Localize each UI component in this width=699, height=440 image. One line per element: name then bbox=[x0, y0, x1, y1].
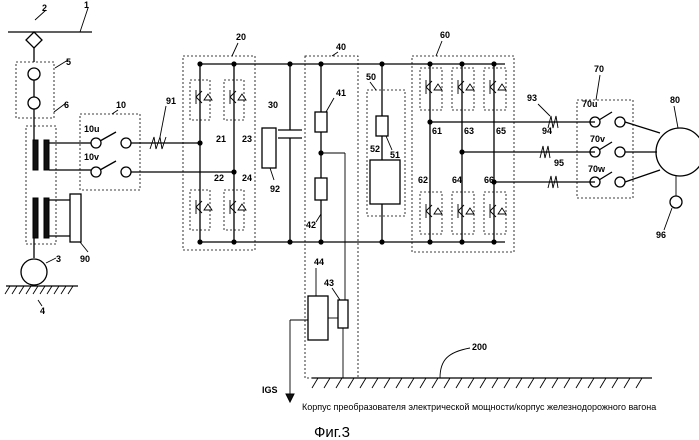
label-44: 44 bbox=[314, 257, 324, 267]
label-10u: 10u bbox=[84, 124, 100, 134]
label-6: 6 bbox=[64, 100, 69, 110]
label-91: 91 bbox=[166, 96, 176, 106]
contactor-unit-10: 10 10u 10v bbox=[78, 100, 196, 190]
label-93: 93 bbox=[527, 93, 537, 103]
label-51: 51 bbox=[390, 150, 400, 160]
label-10: 10 bbox=[116, 100, 126, 110]
unit-50: 50 51 52 bbox=[366, 64, 405, 242]
label-52: 52 bbox=[370, 144, 380, 154]
inverter-60: 60 61 63 65 62 64 66 bbox=[412, 30, 595, 252]
caption-text: Корпус преобразователя электрической мощ… bbox=[302, 402, 656, 412]
label-4: 4 bbox=[40, 306, 45, 316]
label-64: 64 bbox=[452, 175, 462, 185]
label-95: 95 bbox=[554, 158, 564, 168]
wheel-3: 3 bbox=[21, 254, 61, 285]
label-70v: 70v bbox=[590, 134, 605, 144]
converter-20: 20 21 23 22 24 bbox=[183, 32, 255, 250]
label-65: 65 bbox=[496, 126, 506, 136]
label-igs: IGS bbox=[262, 385, 278, 395]
label-24: 24 bbox=[242, 173, 252, 183]
label-70u: 70u bbox=[582, 99, 598, 109]
label-66: 66 bbox=[484, 175, 494, 185]
label-61: 61 bbox=[432, 126, 442, 136]
label-90: 90 bbox=[80, 254, 90, 264]
label-22: 22 bbox=[214, 173, 224, 183]
breaker-unit-5: 5 bbox=[16, 57, 71, 128]
current-sensor-91: 91 bbox=[150, 96, 176, 149]
figure-title: Фиг.3 bbox=[314, 424, 350, 440]
overhead-line: 1 bbox=[8, 0, 92, 32]
label-40: 40 bbox=[336, 42, 346, 52]
label-62: 62 bbox=[418, 175, 428, 185]
label-63: 63 bbox=[464, 126, 474, 136]
label-94: 94 bbox=[542, 126, 552, 136]
label-5: 5 bbox=[66, 57, 71, 67]
label-70w: 70w bbox=[588, 164, 606, 174]
label-20: 20 bbox=[236, 32, 246, 42]
label-80: 80 bbox=[670, 95, 680, 105]
device-90: 90 bbox=[70, 194, 90, 264]
grounding-unit-40: 40 41 42 44 43 IGS bbox=[262, 42, 358, 402]
label-1: 1 bbox=[84, 0, 89, 10]
label-3: 3 bbox=[56, 254, 61, 264]
capacitor-30: 30 92 bbox=[262, 64, 302, 242]
label-23: 23 bbox=[242, 134, 252, 144]
body-ground-200: 200 bbox=[312, 342, 652, 388]
label-200: 200 bbox=[472, 342, 487, 352]
label-21: 21 bbox=[216, 134, 226, 144]
label-50: 50 bbox=[366, 72, 376, 82]
label-2: 2 bbox=[42, 3, 47, 13]
label-92: 92 bbox=[270, 184, 280, 194]
label-30: 30 bbox=[268, 100, 278, 110]
label-60: 60 bbox=[440, 30, 450, 40]
label-42: 42 bbox=[306, 220, 316, 230]
label-70: 70 bbox=[594, 64, 604, 74]
label-43: 43 bbox=[324, 278, 334, 288]
contactor-unit-70: 70 70u 70v 70w bbox=[577, 64, 660, 198]
motor-80: 80 96 bbox=[656, 95, 699, 240]
label-10v: 10v bbox=[84, 152, 99, 162]
dc-bus bbox=[197, 61, 505, 244]
label-41: 41 bbox=[336, 88, 346, 98]
current-sensors-93-95: 93 94 95 bbox=[527, 93, 564, 188]
label-96: 96 bbox=[656, 230, 666, 240]
rail-ground-4: 4 bbox=[5, 286, 78, 316]
